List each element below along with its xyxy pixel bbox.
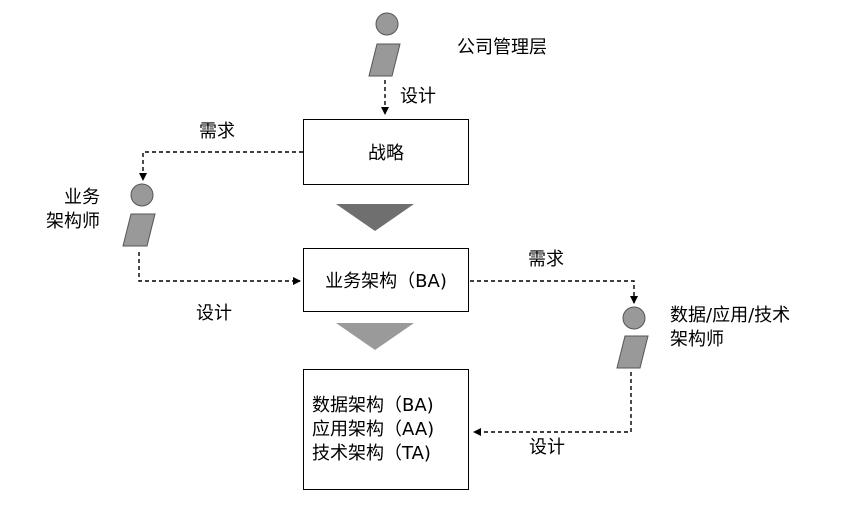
business-architect-label-line1: 业务	[64, 187, 100, 208]
it-architecture-box: 数据架构（BA) 应用架构（AA) 技术架构（TA)	[303, 369, 469, 490]
business-architect-label-line2: 架构师	[46, 211, 100, 232]
strategy-box: 战略	[303, 119, 469, 185]
management-design-label: 设计	[400, 86, 436, 107]
tech-architect-label-line2: 架构师	[670, 329, 724, 350]
business-architect-to-ba-connector	[138, 252, 301, 285]
ba-to-tech-architect-connector	[470, 280, 638, 304]
strategy-demand-label: 需求	[199, 121, 235, 142]
ba-demand-label: 需求	[528, 249, 564, 270]
flow-down-arrow-dark	[336, 204, 414, 231]
technology-architecture-label: 技术架构（TA)	[312, 442, 431, 464]
business-architecture-box-label: 业务架构（BA)	[325, 271, 447, 292]
tech-architect-label-line1: 数据/应用/技术	[670, 305, 791, 326]
management-actor-icon	[368, 12, 401, 77]
flow-down-arrow-light	[336, 323, 414, 350]
business-architecture-box: 业务架构（BA)	[303, 248, 469, 312]
tech-architect-to-it-connector	[473, 372, 632, 436]
ba-design-label: 设计	[196, 303, 232, 324]
strategy-box-label: 战略	[368, 143, 404, 164]
tech-architect-actor-icon	[616, 306, 649, 369]
data-architecture-label: 数据架构（BA)	[312, 394, 434, 416]
strategy-to-business-architect-connector	[139, 151, 303, 181]
business-architect-actor-icon	[122, 183, 156, 247]
application-architecture-label: 应用架构（AA)	[312, 418, 435, 440]
management-label: 公司管理层	[457, 37, 547, 58]
tech-design-label: 设计	[529, 437, 565, 458]
